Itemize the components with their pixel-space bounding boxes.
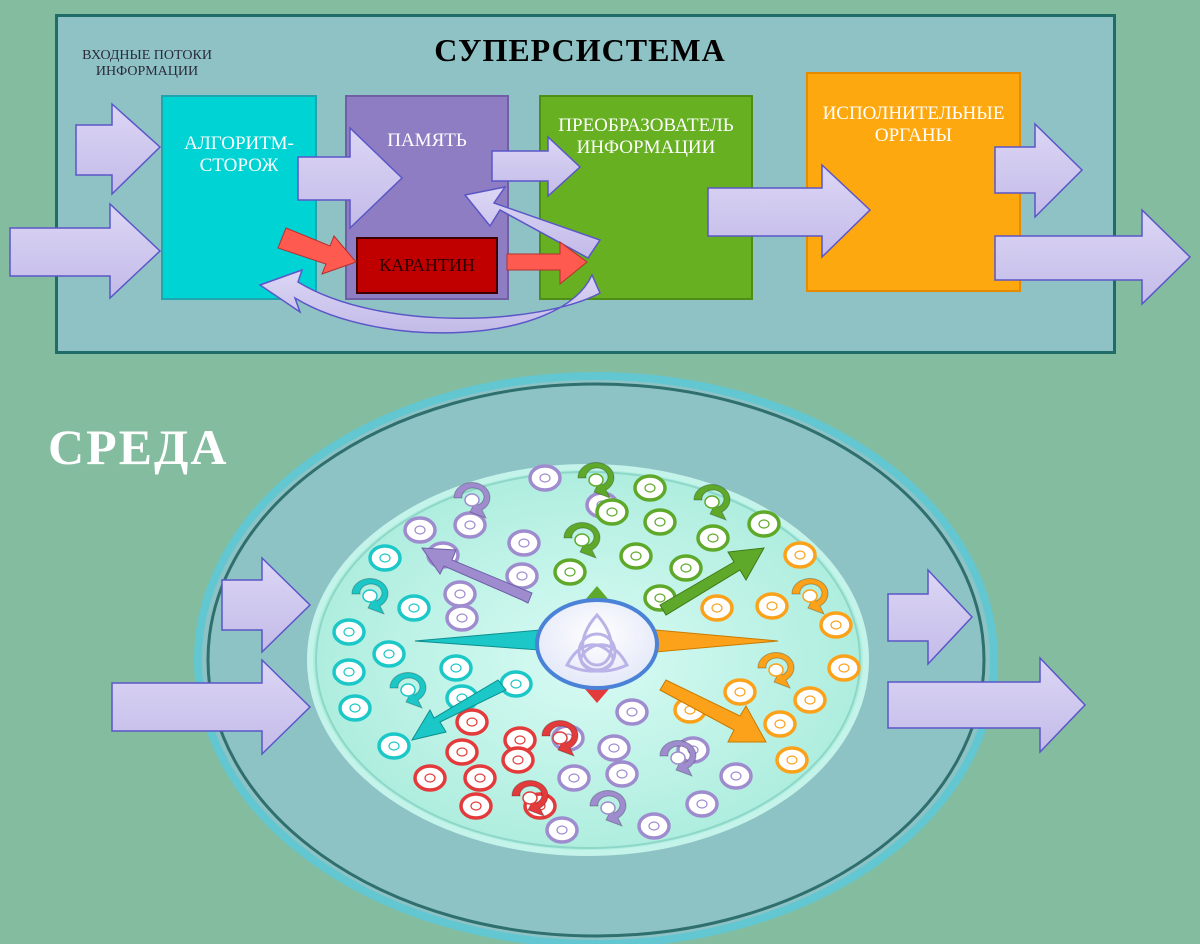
- particle: [439, 654, 473, 682]
- output-arrow-2: [994, 208, 1192, 306]
- env-output-arrow-1: [887, 568, 974, 666]
- quarantine-label: КАРАНТИН: [379, 255, 475, 275]
- particle: [368, 544, 402, 572]
- arrow-algo-memory: [297, 126, 404, 230]
- particle: [605, 760, 639, 788]
- particle: [819, 611, 853, 639]
- swirl-arrow: [453, 482, 491, 519]
- particle: [505, 562, 539, 590]
- environment-outer-edge: [206, 382, 986, 938]
- env-output-arrow-2: [887, 656, 1087, 754]
- swirl-arrow: [589, 790, 627, 827]
- swirl-arrow: [511, 780, 549, 817]
- particle: [637, 812, 671, 840]
- particle: [700, 594, 734, 622]
- particle: [747, 510, 781, 538]
- particle: [372, 640, 406, 668]
- particle: [332, 658, 366, 686]
- particle: [783, 541, 817, 569]
- particle: [597, 734, 631, 762]
- curved-return-arrow: [258, 268, 601, 334]
- particle: [595, 498, 629, 526]
- particle: [445, 738, 479, 766]
- particle: [775, 746, 809, 774]
- quarantine-block: [356, 237, 498, 294]
- arrow-cyan-sw: [410, 679, 507, 741]
- swirl-arrow: [791, 578, 829, 615]
- supersystem-title: СУПЕРСИСТЕМА: [434, 32, 726, 68]
- compass-needle-north: [585, 586, 609, 600]
- algorithm-guard-block: [161, 95, 317, 300]
- arrow-quarantine-converter: [506, 241, 588, 286]
- swirl-arrow: [389, 672, 427, 709]
- particle: [403, 516, 437, 544]
- particle: [377, 732, 411, 760]
- particle: [459, 792, 493, 820]
- input-arrow-1: [75, 102, 162, 196]
- particle: [453, 511, 487, 539]
- particle: [413, 764, 447, 792]
- compass-needle-south: [585, 689, 609, 703]
- arrow-memory-converter: [491, 135, 582, 198]
- swirl-arrow: [577, 462, 615, 499]
- particle: [553, 558, 587, 586]
- particle: [719, 762, 753, 790]
- env-input-arrow-2: [111, 658, 312, 756]
- swirls-layer: [351, 462, 829, 827]
- arrow-converter-memory: [463, 185, 602, 259]
- arrow-algo-quarantine: [277, 227, 357, 275]
- environment-inner-edge: [315, 471, 861, 849]
- particle: [643, 508, 677, 536]
- arrow-converter-executors: [707, 163, 872, 259]
- swirl-arrow: [693, 484, 731, 521]
- particle: [793, 686, 827, 714]
- particle: [528, 464, 562, 492]
- env-input-arrow-1: [221, 556, 312, 654]
- arrow-purple-nw: [421, 547, 533, 604]
- triquetra-icon: [564, 612, 630, 673]
- particle: [827, 654, 861, 682]
- particle: [455, 708, 489, 736]
- particle: [669, 554, 703, 582]
- particle: [338, 694, 372, 722]
- particle: [619, 542, 653, 570]
- executive-organs-block: [806, 72, 1021, 292]
- particle: [499, 670, 533, 698]
- particle: [633, 474, 667, 502]
- particle: [615, 698, 649, 726]
- particle: [463, 764, 497, 792]
- swirl-arrow: [563, 522, 601, 559]
- particle: [397, 594, 431, 622]
- particle: [557, 764, 591, 792]
- particle: [696, 524, 730, 552]
- particle: [763, 710, 797, 738]
- input-arrow-2: [9, 202, 162, 300]
- swirl-arrow: [541, 720, 579, 757]
- particle: [501, 746, 535, 774]
- particle: [507, 529, 541, 557]
- particle: [443, 580, 477, 608]
- swirl-arrow: [351, 578, 389, 615]
- particle: [445, 604, 479, 632]
- environment-label: СРЕДА: [48, 419, 229, 475]
- arrow-green-ne: [659, 547, 765, 616]
- particle: [332, 618, 366, 646]
- particle: [723, 678, 757, 706]
- output-arrow-1: [994, 122, 1084, 219]
- swirl-arrow: [757, 652, 795, 689]
- particle: [685, 790, 719, 818]
- input-flows-label: ВХОДНЫЕ ПОТОКИ ИНФОРМАЦИИ: [82, 48, 212, 79]
- executive-organs-label: ИСПОЛНИТЕЛЬНЫЕ ОРГАНЫ: [822, 103, 1005, 146]
- particle: [545, 816, 579, 844]
- info-converter-label: ПРЕОБРАЗОВАТЕЛЬ ИНФОРМАЦИИ: [558, 115, 734, 158]
- particle: [755, 592, 789, 620]
- memory-label: ПАМЯТЬ: [387, 130, 467, 151]
- swirl-arrow: [659, 740, 697, 777]
- arrow-orange-se: [659, 679, 767, 743]
- algorithm-guard-label: АЛГОРИТМ-СТОРОЖ: [184, 133, 294, 176]
